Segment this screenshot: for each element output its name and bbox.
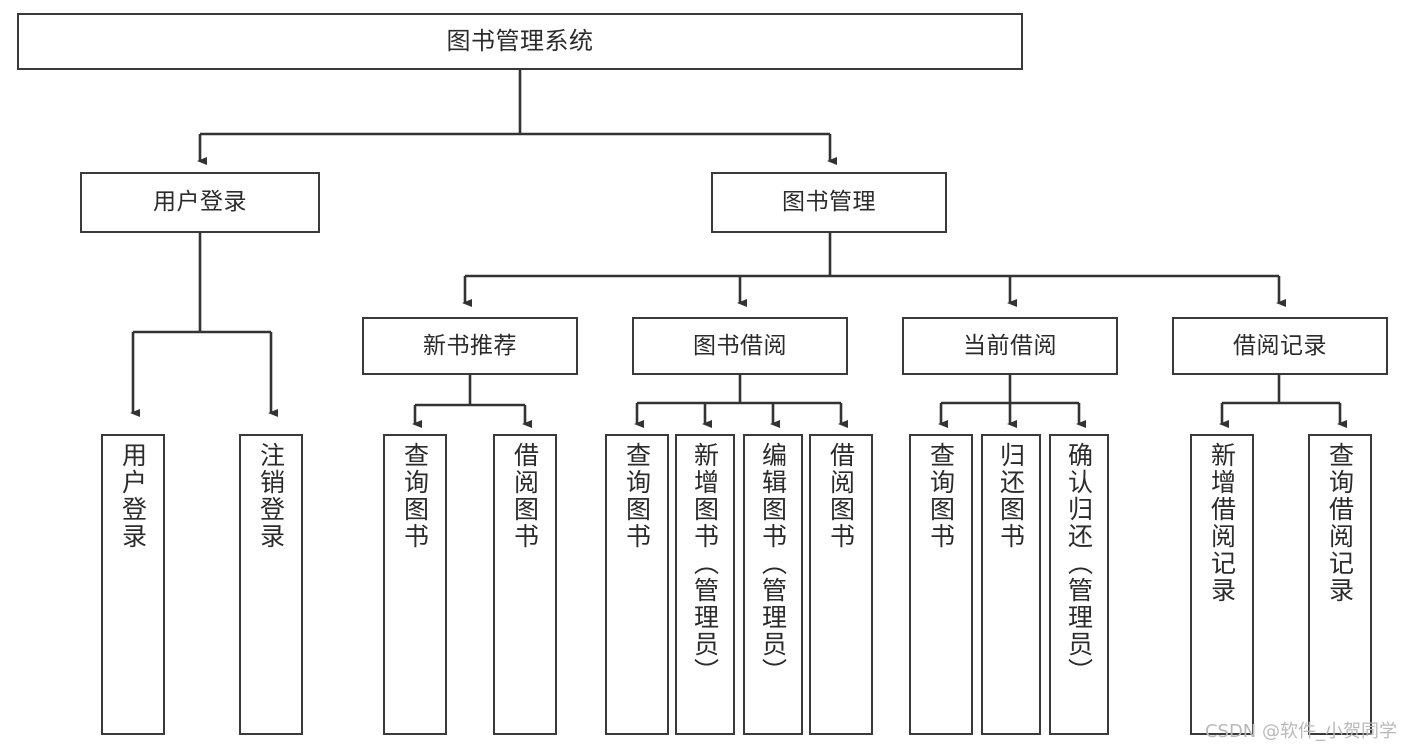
leaf-new-book-borrow-book[interactable]: 借阅图书 xyxy=(493,434,557,735)
node-label: 查询图书 xyxy=(926,442,956,550)
node-label: 查询借阅记录 xyxy=(1325,442,1355,604)
node-label: 新增借阅记录 xyxy=(1207,442,1237,604)
leaf-borrow-record-query-record[interactable]: 查询借阅记录 xyxy=(1308,434,1372,735)
node-label: 图书管理系统 xyxy=(446,26,594,55)
node-book-management[interactable]: 图书管理 xyxy=(711,172,947,233)
watermark-text: CSDN @软件_小贺同学 xyxy=(1204,721,1397,742)
node-label: 借阅记录 xyxy=(1233,332,1327,359)
leaf-user-login-login[interactable]: 用户登录 xyxy=(101,434,165,735)
node-label: 借阅图书 xyxy=(826,442,856,550)
node-current-borrow[interactable]: 当前借阅 xyxy=(902,317,1118,375)
node-label: 新书推荐 xyxy=(423,332,517,359)
node-label: 图书管理 xyxy=(782,189,876,216)
leaf-borrow-record-add-record[interactable]: 新增借阅记录 xyxy=(1190,434,1254,735)
node-label: 注销登录 xyxy=(256,442,286,550)
leaf-current-borrow-return-book[interactable]: 归还图书 xyxy=(981,434,1041,735)
leaf-current-borrow-confirm-return-admin[interactable]: 确认归还（管理员） xyxy=(1049,434,1109,735)
node-label: 新增图书（管理员） xyxy=(690,442,720,685)
node-user-login[interactable]: 用户登录 xyxy=(80,172,320,233)
node-label: 查询图书 xyxy=(400,442,430,550)
node-label: 当前借阅 xyxy=(963,332,1057,359)
leaf-user-login-logout[interactable]: 注销登录 xyxy=(239,434,303,735)
node-label: 借阅图书 xyxy=(510,442,540,550)
node-label: 用户登录 xyxy=(118,442,148,550)
node-root-system[interactable]: 图书管理系统 xyxy=(17,13,1023,70)
leaf-book-borrow-query-book[interactable]: 查询图书 xyxy=(605,434,669,735)
node-label: 确认归还（管理员） xyxy=(1064,442,1094,685)
node-borrow-record[interactable]: 借阅记录 xyxy=(1172,317,1388,375)
node-label: 图书借阅 xyxy=(693,332,787,359)
leaf-current-borrow-query-book[interactable]: 查询图书 xyxy=(909,434,973,735)
leaf-book-borrow-borrow-book[interactable]: 借阅图书 xyxy=(809,434,873,735)
node-label: 用户登录 xyxy=(153,189,247,216)
node-label: 查询图书 xyxy=(622,442,652,550)
node-label: 编辑图书（管理员） xyxy=(758,442,788,685)
node-book-borrow[interactable]: 图书借阅 xyxy=(632,317,848,375)
node-label: 归还图书 xyxy=(996,442,1026,550)
node-new-book-recommend[interactable]: 新书推荐 xyxy=(362,317,578,375)
leaf-book-borrow-edit-book-admin[interactable]: 编辑图书（管理员） xyxy=(743,434,803,735)
leaf-new-book-query-book[interactable]: 查询图书 xyxy=(383,434,447,735)
leaf-book-borrow-add-book-admin[interactable]: 新增图书（管理员） xyxy=(675,434,735,735)
